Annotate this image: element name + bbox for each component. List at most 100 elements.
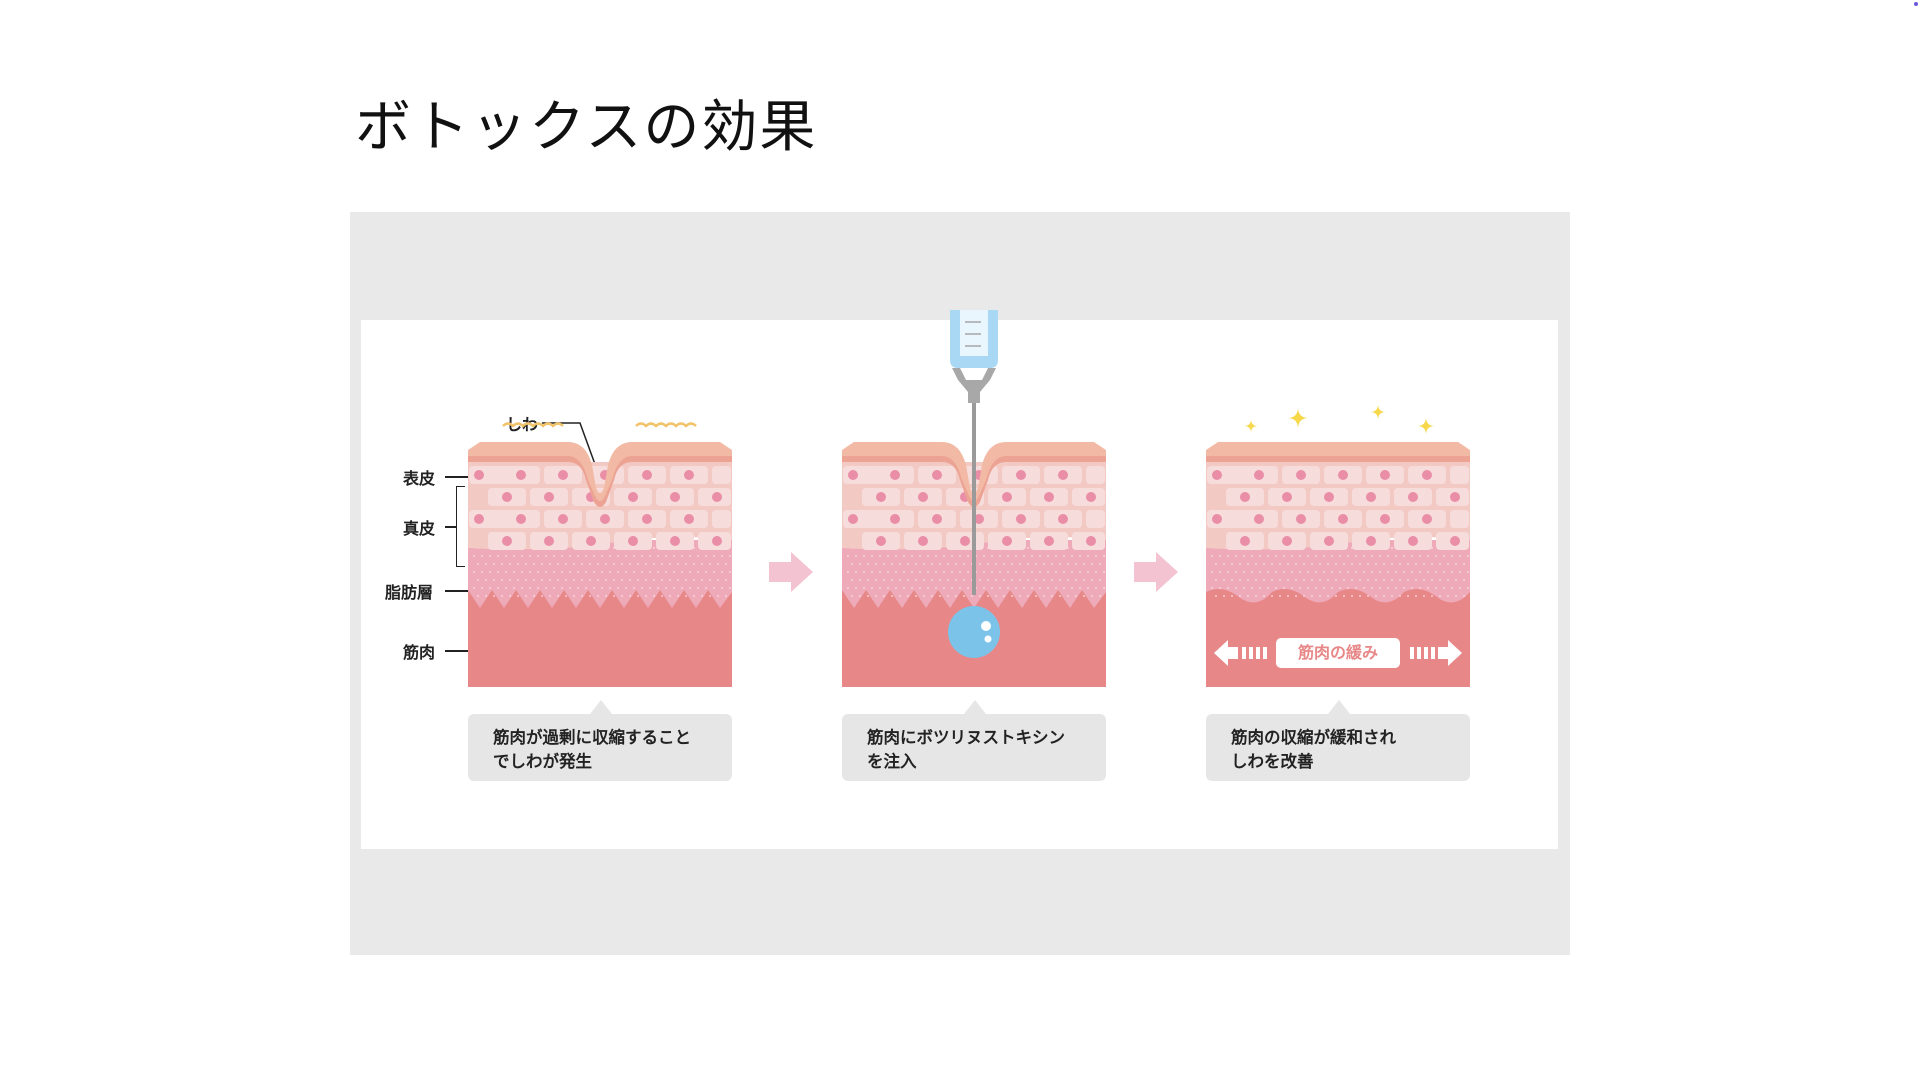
fat-dot (1335, 563, 1337, 565)
fat-dot (613, 563, 615, 565)
fat-dot (1311, 595, 1313, 597)
fat-dot (629, 595, 631, 597)
fat-dot (577, 555, 579, 557)
fat-dot (661, 563, 663, 565)
fat-dot (927, 587, 929, 589)
fat-dot (1379, 587, 1381, 589)
fat-dot (1299, 571, 1301, 573)
syringe-hub (952, 368, 996, 403)
fat-dot (1007, 587, 1009, 589)
fat-dot (1255, 579, 1257, 581)
fat-dot (1259, 587, 1261, 589)
cell-nucleus (848, 470, 858, 480)
fat-dot (689, 571, 691, 573)
fat-dot (923, 579, 925, 581)
fat-dot (481, 571, 483, 573)
arrow-dash (1410, 647, 1414, 659)
fat-dot (585, 587, 587, 589)
fat-dot (577, 571, 579, 573)
leader-line (445, 526, 457, 528)
fat-dot (1255, 563, 1257, 565)
caption-before: 筋肉が過剰に収縮すること でしわが発生 (468, 700, 732, 781)
fat-dot (1359, 595, 1361, 597)
fat-dot (577, 587, 579, 589)
fat-dot (931, 563, 933, 565)
fat-dot (1399, 579, 1401, 581)
fat-dot (1363, 571, 1365, 573)
fat-dot (1031, 555, 1033, 557)
fat-dot (859, 579, 861, 581)
fat-dot (847, 555, 849, 557)
fat-dot (581, 579, 583, 581)
cell-nucleus (628, 536, 638, 546)
cell-nucleus (876, 536, 886, 546)
fat-dot (609, 571, 611, 573)
fat-dot (1383, 579, 1385, 581)
fat-dot (597, 579, 599, 581)
fat-dot (641, 555, 643, 557)
fat-dot (891, 579, 893, 581)
panel-after (1206, 404, 1470, 690)
fat-dot (987, 563, 989, 565)
fat-dot (943, 587, 945, 589)
fat-dot (1103, 587, 1105, 589)
fat-dot (529, 555, 531, 557)
fat-dot (1219, 587, 1221, 589)
fat-dot (947, 579, 949, 581)
fat-dot (1315, 587, 1317, 589)
fat-dot (987, 579, 989, 581)
fat-dot (1047, 555, 1049, 557)
fat-dot (1007, 555, 1009, 557)
fat-dot (1299, 587, 1301, 589)
fat-dot (1447, 563, 1449, 565)
fat-dot (485, 563, 487, 565)
fat-dot (863, 587, 865, 589)
fat-dot (1095, 555, 1097, 557)
fat-dot (701, 595, 703, 597)
fat-dot (1403, 571, 1405, 573)
fat-dot (625, 587, 627, 589)
fat-dot (1227, 555, 1229, 557)
fat-dot (1059, 579, 1061, 581)
sparkle-icon (1244, 419, 1258, 433)
fat-dot (1031, 587, 1033, 589)
fat-dot (1463, 595, 1465, 597)
fat-dot (1351, 579, 1353, 581)
cell-nucleus (1240, 492, 1250, 502)
fat-dot (629, 563, 631, 565)
fat-dot (1235, 571, 1237, 573)
fat-dot (513, 571, 515, 573)
arrow-dash (1424, 647, 1428, 659)
cell-nucleus (642, 470, 652, 480)
fat-dot (533, 595, 535, 597)
drop-highlight (984, 635, 992, 643)
fat-dot (1435, 587, 1437, 589)
fat-dot (549, 595, 551, 597)
fat-dot (1307, 571, 1309, 573)
cell-nucleus (1338, 514, 1348, 524)
fat-dot (1011, 595, 1013, 597)
fat-dot (481, 587, 483, 589)
fat-dot (1451, 571, 1453, 573)
fat-dot (1363, 555, 1365, 557)
fat-dot (963, 595, 965, 597)
fat-dot (693, 563, 695, 565)
fat-dot (1351, 563, 1353, 565)
fat-dot (517, 563, 519, 565)
cell-nucleus (1058, 470, 1068, 480)
fat-dot (573, 579, 575, 581)
fat-dot (645, 563, 647, 565)
fat-dot (681, 587, 683, 589)
fat-dot (1235, 587, 1237, 589)
fat-dot (725, 595, 727, 597)
fat-dot (1251, 571, 1253, 573)
fat-dot (1307, 587, 1309, 589)
fat-dot (1063, 555, 1065, 557)
fat-dot (1259, 555, 1261, 557)
fat-dot (541, 563, 543, 565)
fat-dot (561, 587, 563, 589)
fat-dot (605, 595, 607, 597)
fat-dot (1063, 571, 1065, 573)
fat-dot (1099, 563, 1101, 565)
fat-dot (697, 571, 699, 573)
